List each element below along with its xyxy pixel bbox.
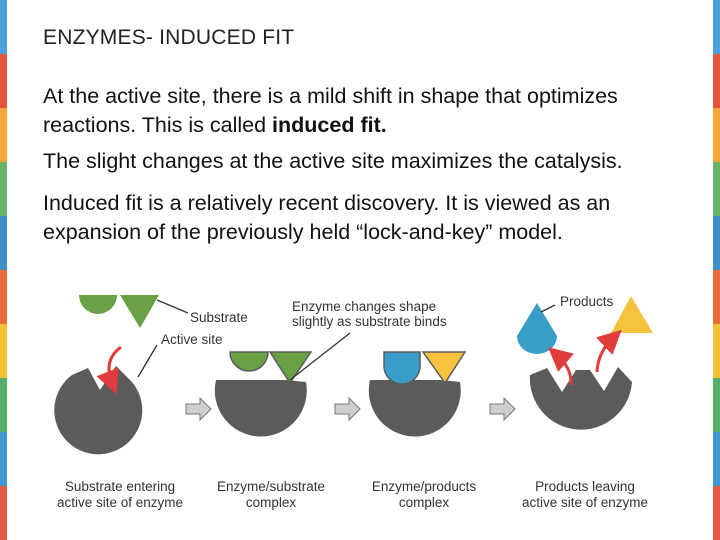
edge-color-segment [713,0,720,54]
enzyme-1 [54,366,143,455]
stage-1-substrate-entering [54,295,189,455]
edge-color-segment [0,432,7,486]
stage-2-enzyme-substrate-complex [214,332,351,437]
edge-color-segment [713,162,720,216]
edge-color-segment [713,378,720,432]
released-product-yellow [611,296,653,333]
edge-color-segment [0,486,7,540]
edge-color-segment [0,0,7,54]
enzyme-3 [368,380,461,437]
edge-color-segment [713,324,720,378]
edge-color-segment [0,216,7,270]
bound-substrate-triangle [268,351,313,385]
change-pointer-line [289,332,351,381]
bound-substrate-semicircle [229,351,269,372]
stage-4-caption-line2: active site of enzyme [522,495,648,510]
change-label-line1: Enzyme changes shape [292,299,436,314]
substrate-label: Substrate [190,310,248,325]
paragraph-1-bold-term: induced fit. [272,113,387,137]
active-site-label: Active site [161,332,223,347]
edge-color-segment [713,270,720,324]
edge-color-segment [0,54,7,108]
products-pointer-line [540,304,556,313]
step-arrow-1 [185,396,212,422]
substrate-pointer-line [156,299,189,314]
edge-color-segment [0,378,7,432]
substrate-triangle [120,295,159,328]
released-product-blue [517,303,557,354]
paragraph-catalysis: The slight changes at the active site ma… [43,149,623,173]
stage-3-caption-line1: Enzyme/products [372,479,477,494]
change-label-line2: slightly as substrate binds [292,314,447,329]
stage-1-caption-line1: Substrate entering [65,479,175,494]
slide-title: ENZYMES- INDUCED FIT [43,26,295,49]
edge-color-segment [0,162,7,216]
stage-2-caption-line1: Enzyme/substrate [217,479,325,494]
leaving-arrow-left [547,347,574,386]
stage-2-caption-line2: complex [246,495,297,510]
enzyme-4 [529,367,632,430]
active-site-pointer-line [137,344,158,378]
edge-color-segment [0,270,7,324]
edge-color-segment [0,108,7,162]
entering-arrow [96,345,122,395]
leaving-arrow-right [595,329,622,373]
edge-color-segment [713,108,720,162]
edge-color-segment [713,216,720,270]
paragraph-induced-fit-definition: At the active site, there is a mild shif… [43,82,693,140]
step-arrow-2 [334,396,361,422]
products-label: Products [560,294,614,309]
substrate-semicircle [79,295,117,314]
stage-3-caption-line2: complex [399,495,450,510]
left-edge-color-bar [0,0,7,540]
enzyme-2 [214,380,307,437]
paragraph-discovery: Induced fit is a relatively recent disco… [43,191,611,244]
stage-4-caption-line1: Products leaving [535,479,635,494]
step-arrow-3 [489,396,516,422]
stage-4-products-leaving [517,296,653,430]
bound-product-yellow [421,351,467,385]
edge-color-segment [713,432,720,486]
right-edge-color-bar [713,0,720,540]
stage-3-enzyme-products-complex [368,351,467,437]
stage-1-caption-line2: active site of enzyme [57,495,183,510]
bound-product-blue [383,351,421,385]
edge-color-segment [713,54,720,108]
edge-color-segment [713,486,720,540]
edge-color-segment [0,324,7,378]
paragraph-1-text: At the active site, there is a mild shif… [43,84,618,137]
